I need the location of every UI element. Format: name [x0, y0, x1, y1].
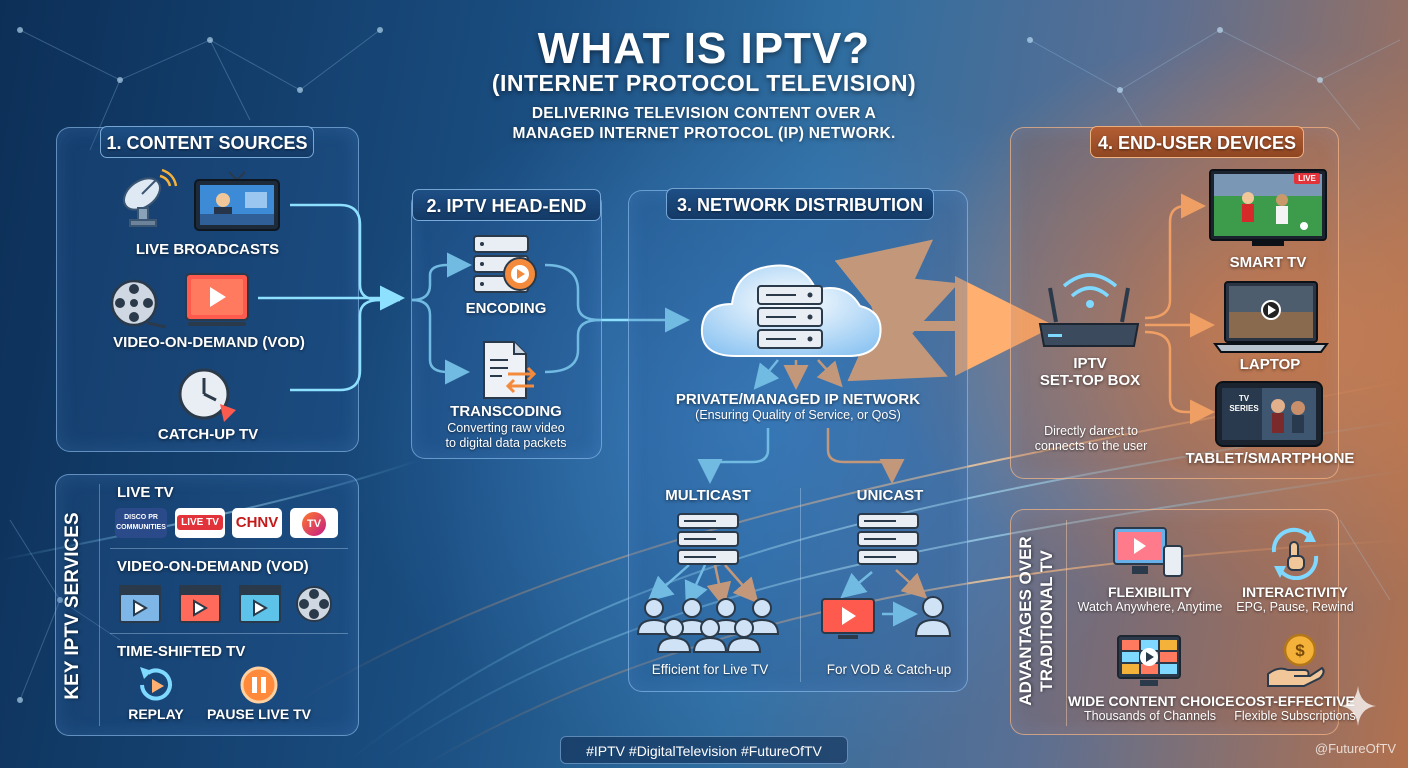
- film-reel-icon: [110, 279, 167, 329]
- live-badge: LIVE: [1294, 173, 1320, 184]
- key-services-vertical-divider: [99, 484, 100, 726]
- set-top-box-label: IPTV SET-TOP BOX: [1030, 355, 1150, 389]
- set-top-box-description: Directly darect to connects to the user: [1024, 424, 1158, 454]
- advantages-vertical-title: ADVANTAGES OVER TRADITIONAL TV: [1015, 521, 1061, 721]
- pause-live-icon: [240, 666, 278, 704]
- smart-tv-label: SMART TV: [1229, 254, 1307, 271]
- transcoding-desc-line-1: Converting raw video: [447, 421, 565, 435]
- tv-series-badge: TV SERIES: [1229, 394, 1259, 413]
- svg-text:$: $: [1295, 641, 1305, 660]
- end-user-devices-title: 4. END-USER DEVICES: [1090, 126, 1304, 158]
- head-end-title: 2. IPTV HEAD-END: [412, 189, 601, 221]
- vod-service-label: VIDEO-ON-DEMAND (VOD): [117, 558, 309, 575]
- laptop-icon: [1213, 281, 1329, 353]
- channel-logo-1-text: DISCO PR COMMUNITIES: [116, 514, 166, 531]
- cost-effective-icon: $: [1267, 633, 1325, 687]
- set-top-box-label-line-2: SET-TOP BOX: [1039, 372, 1141, 389]
- video-play-icon: [185, 273, 249, 326]
- channel-logo-2-text: LIVE TV: [177, 515, 223, 530]
- network-distribution-title: 3. NETWORK DISTRIBUTION: [666, 188, 934, 220]
- unicast-description: For VOD & Catch-up: [826, 662, 952, 677]
- vod-clapper-icons: [119, 585, 332, 623]
- interactivity-description: EPG, Pause, Rewind: [1236, 600, 1354, 614]
- content-choice-label: WIDE CONTENT CHOICE: [1068, 693, 1235, 709]
- multicast-server-icon: [677, 513, 739, 565]
- live-broadcasts-label: LIVE BROADCASTS: [135, 241, 280, 258]
- network-divider: [800, 488, 801, 682]
- channel-logo-4-text: TV: [302, 512, 326, 536]
- encoding-label: ENCODING: [465, 300, 547, 317]
- description-line-1: DELIVERING TELEVISION CONTENT OVER A: [531, 105, 877, 122]
- advantages-title-line-1: ADVANTAGES OVER: [1016, 536, 1035, 706]
- cost-effective-description: Flexible Subscriptions: [1234, 709, 1356, 723]
- catch-up-tv-label: CATCH-UP TV: [157, 426, 259, 443]
- sparkle-icon: [1340, 686, 1376, 726]
- unicast-screen-icon: [821, 598, 875, 639]
- description-line-2: MANAGED INTERNET PROTOCOL (IP) NETWORK.: [512, 125, 896, 142]
- vod-source-label: VIDEO-ON-DEMAND (VOD): [113, 334, 305, 351]
- head-end-panel: [411, 190, 602, 459]
- channel-logo-2: LIVE TV: [175, 508, 225, 538]
- replay-label: REPLAY: [128, 706, 184, 722]
- smart-tv-icon: [1209, 169, 1327, 246]
- services-divider-1: [110, 548, 348, 549]
- content-choice-icon: [1117, 635, 1181, 686]
- satellite-dish-icon: [122, 168, 178, 227]
- key-services-vertical-title: KEY IPTV SERVICES: [62, 512, 83, 700]
- private-network-label: PRIVATE/MANAGED IP NETWORK: [675, 391, 921, 408]
- interactivity-icon: [1271, 527, 1319, 580]
- cloud-network-icon: [700, 264, 882, 357]
- time-shifted-label: TIME-SHIFTED TV: [117, 643, 246, 660]
- transcoding-description: Converting raw video to digital data pac…: [426, 421, 586, 451]
- transcoding-document-icon: [483, 341, 537, 399]
- laptop-label: LAPTOP: [1239, 356, 1301, 373]
- channel-logo-3: CHNV: [232, 508, 282, 538]
- pause-live-label: PAUSE LIVE TV: [207, 706, 311, 722]
- unicast-label: UNICAST: [856, 487, 924, 504]
- multicast-users-icon: [636, 598, 780, 653]
- page-title: WHAT IS IPTV?: [537, 24, 871, 73]
- cost-effective-label: COST-EFFECTIVE: [1235, 693, 1355, 709]
- advantages-vertical-divider: [1066, 520, 1067, 726]
- flexibility-description: Watch Anywhere, Anytime: [1077, 600, 1223, 614]
- channel-logo-4: TV: [290, 508, 338, 538]
- content-choice-description: Thousands of Channels: [1083, 709, 1217, 723]
- interactivity-label: INTERACTIVITY: [1242, 584, 1348, 600]
- transcoding-label: TRANSCODING: [450, 403, 562, 420]
- encoding-server-icon: [473, 235, 537, 293]
- flexibility-icon: [1113, 527, 1183, 577]
- transcoding-desc-line-2: to digital data packets: [445, 436, 567, 450]
- multicast-description: Efficient for Live TV: [651, 662, 769, 677]
- stb-desc-line-2: connects to the user: [1034, 439, 1148, 453]
- multicast-label: MULTICAST: [665, 487, 751, 504]
- page-subtitle: (INTERNET PROTOCOL TELEVISION): [491, 70, 917, 96]
- tablet-smartphone-label: TABLET/SMARTPHONE: [1185, 450, 1355, 467]
- news-broadcast-tv-icon: [194, 171, 280, 231]
- advantages-title-line-2: TRADITIONAL TV: [1037, 550, 1056, 692]
- wifi-router-icon: [1038, 273, 1140, 347]
- set-top-box-label-line-1: IPTV: [1073, 355, 1107, 372]
- channel-logo-1: DISCO PR COMMUNITIES: [115, 508, 167, 538]
- tablet-smartphone-icon: [1215, 381, 1323, 447]
- channel-logo-3-text: CHNV: [235, 514, 279, 531]
- unicast-user-icon: [914, 596, 952, 637]
- flexibility-label: FLEXIBILITY: [1108, 584, 1192, 600]
- hashtags-bar: #IPTV #DigitalTelevision #FutureOfTV: [560, 736, 848, 764]
- qos-label: (Ensuring Quality of Service, or QoS): [695, 408, 901, 422]
- replay-icon: [140, 667, 172, 701]
- services-divider-2: [110, 633, 348, 634]
- content-sources-title: 1. CONTENT SOURCES: [100, 126, 314, 158]
- social-handle: @FutureOfTV: [1314, 741, 1396, 756]
- page-description: DELIVERING TELEVISION CONTENT OVER A MAN…: [454, 104, 954, 144]
- stb-desc-line-1: Directly darect to: [1044, 424, 1138, 438]
- catch-up-clock-icon: [178, 368, 236, 422]
- unicast-server-icon: [857, 513, 919, 565]
- live-tv-service-label: LIVE TV: [117, 484, 174, 501]
